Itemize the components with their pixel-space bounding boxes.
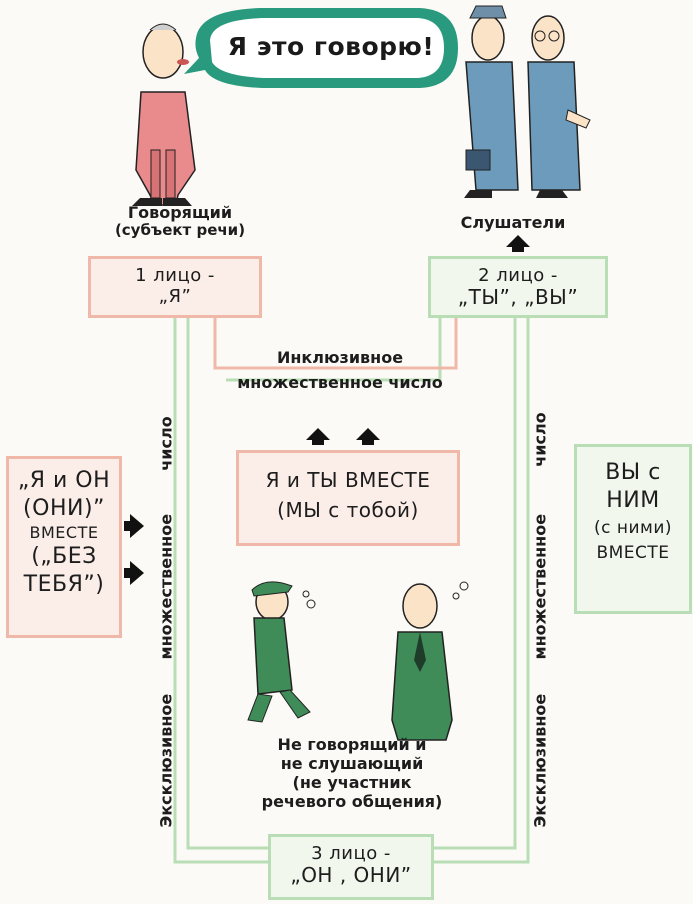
third-person-line-2: „ОН , ОНИ” [290, 863, 412, 888]
arrow-up-inclusive-2 [356, 428, 380, 445]
speech-bubble-text: Я это говорю! [227, 32, 435, 61]
first-person-box: 1 лицо - „Я” [88, 256, 262, 318]
third-person-figures [247, 581, 469, 741]
inclusive-label-line-1: Инклюзивное [276, 348, 404, 367]
ya-i-on-line-4: („БЕЗ [31, 544, 97, 570]
exclusive-left-line [173, 318, 268, 864]
speaker-figure [132, 23, 196, 206]
ya-i-ty-box: Я и ТЫ ВМЕСТЕ (МЫ с тобой) [236, 450, 460, 546]
second-person-box: 2 лицо - „ТЫ”, „ВЫ” [428, 256, 608, 318]
third-person-description: Не говорящий и не слушающий (не участник… [232, 735, 472, 812]
listeners-label: Слушатели [460, 213, 566, 232]
second-person-line-2: „ТЫ”, „ВЫ” [457, 285, 579, 310]
exclusive-right-line-inner [432, 318, 530, 864]
inclusive-pink-line [213, 318, 458, 370]
ya-i-ty-line-1: Я и ТЫ ВМЕСТЕ [265, 468, 431, 492]
arrow-up-inclusive-1 [306, 428, 330, 445]
ya-i-on-box: „Я и ОН (ОНИ)” ВМЕСТЕ („БЕЗ ТЕБЯ”) [6, 456, 122, 638]
third-person-desc-line-2: не слушающий [280, 753, 424, 773]
exclusive-right-line [432, 318, 517, 850]
exclusive-right-word-1: Эксклюзивное [530, 693, 550, 828]
listeners-figures [464, 5, 591, 198]
arrow-right-2 [124, 561, 144, 585]
speech-bubble [184, 8, 458, 88]
vy-s-nim-box: ВЫ с НИМ (с ними) ВМЕСТЕ [574, 444, 692, 614]
second-person-line-1: 2 лицо - [478, 265, 558, 286]
speaker-label: Говорящий (субъект речи) [100, 203, 260, 240]
third-person-desc-line-4: речевого общения) [261, 791, 443, 811]
vy-s-nim-line-3: (с ними) [593, 518, 673, 538]
speaker-label-line-1: Говорящий [127, 203, 233, 222]
third-person-line-1: 3 лицо - [311, 843, 391, 864]
exclusive-left-word-2: множественное [156, 513, 176, 660]
exclusive-left-word-1: Эксклюзивное [156, 693, 176, 828]
ya-i-on-line-2: (ОНИ)” [23, 495, 105, 521]
exclusive-left-line-inner [186, 318, 268, 850]
first-person-line-1: 1 лицо - [135, 265, 215, 286]
inclusive-label-line-2: множественное число [237, 372, 443, 392]
inclusive-green-line [226, 318, 442, 382]
third-person-box: 3 лицо - „ОН , ОНИ” [268, 834, 434, 900]
arrow-right-1 [124, 514, 144, 538]
third-person-desc-line-3: (не участник [292, 772, 412, 792]
exclusive-left-word-3: число [156, 416, 176, 471]
ya-i-on-line-1: „Я и ОН [17, 468, 111, 493]
inclusive-label: Инклюзивное множественное число [214, 346, 466, 396]
ya-i-on-line-3: ВМЕСТЕ [29, 522, 99, 542]
exclusive-right-word-3: число [530, 412, 550, 467]
arrow-up-listeners [506, 235, 530, 252]
speaker-label-line-2: (субъект речи) [114, 221, 246, 240]
vy-s-nim-line-2: НИМ [606, 487, 660, 513]
vy-s-nim-line-1: ВЫ с [605, 460, 661, 485]
vy-s-nim-line-4: ВМЕСТЕ [596, 543, 670, 564]
third-person-desc-line-1: Не говорящий и [277, 735, 427, 754]
first-person-line-2: „Я” [158, 286, 192, 308]
ya-i-ty-line-2: (МЫ с тобой) [277, 497, 419, 522]
ya-i-on-line-5: ТЕБЯ”) [23, 572, 105, 598]
exclusive-right-word-2: множественное [530, 513, 550, 660]
